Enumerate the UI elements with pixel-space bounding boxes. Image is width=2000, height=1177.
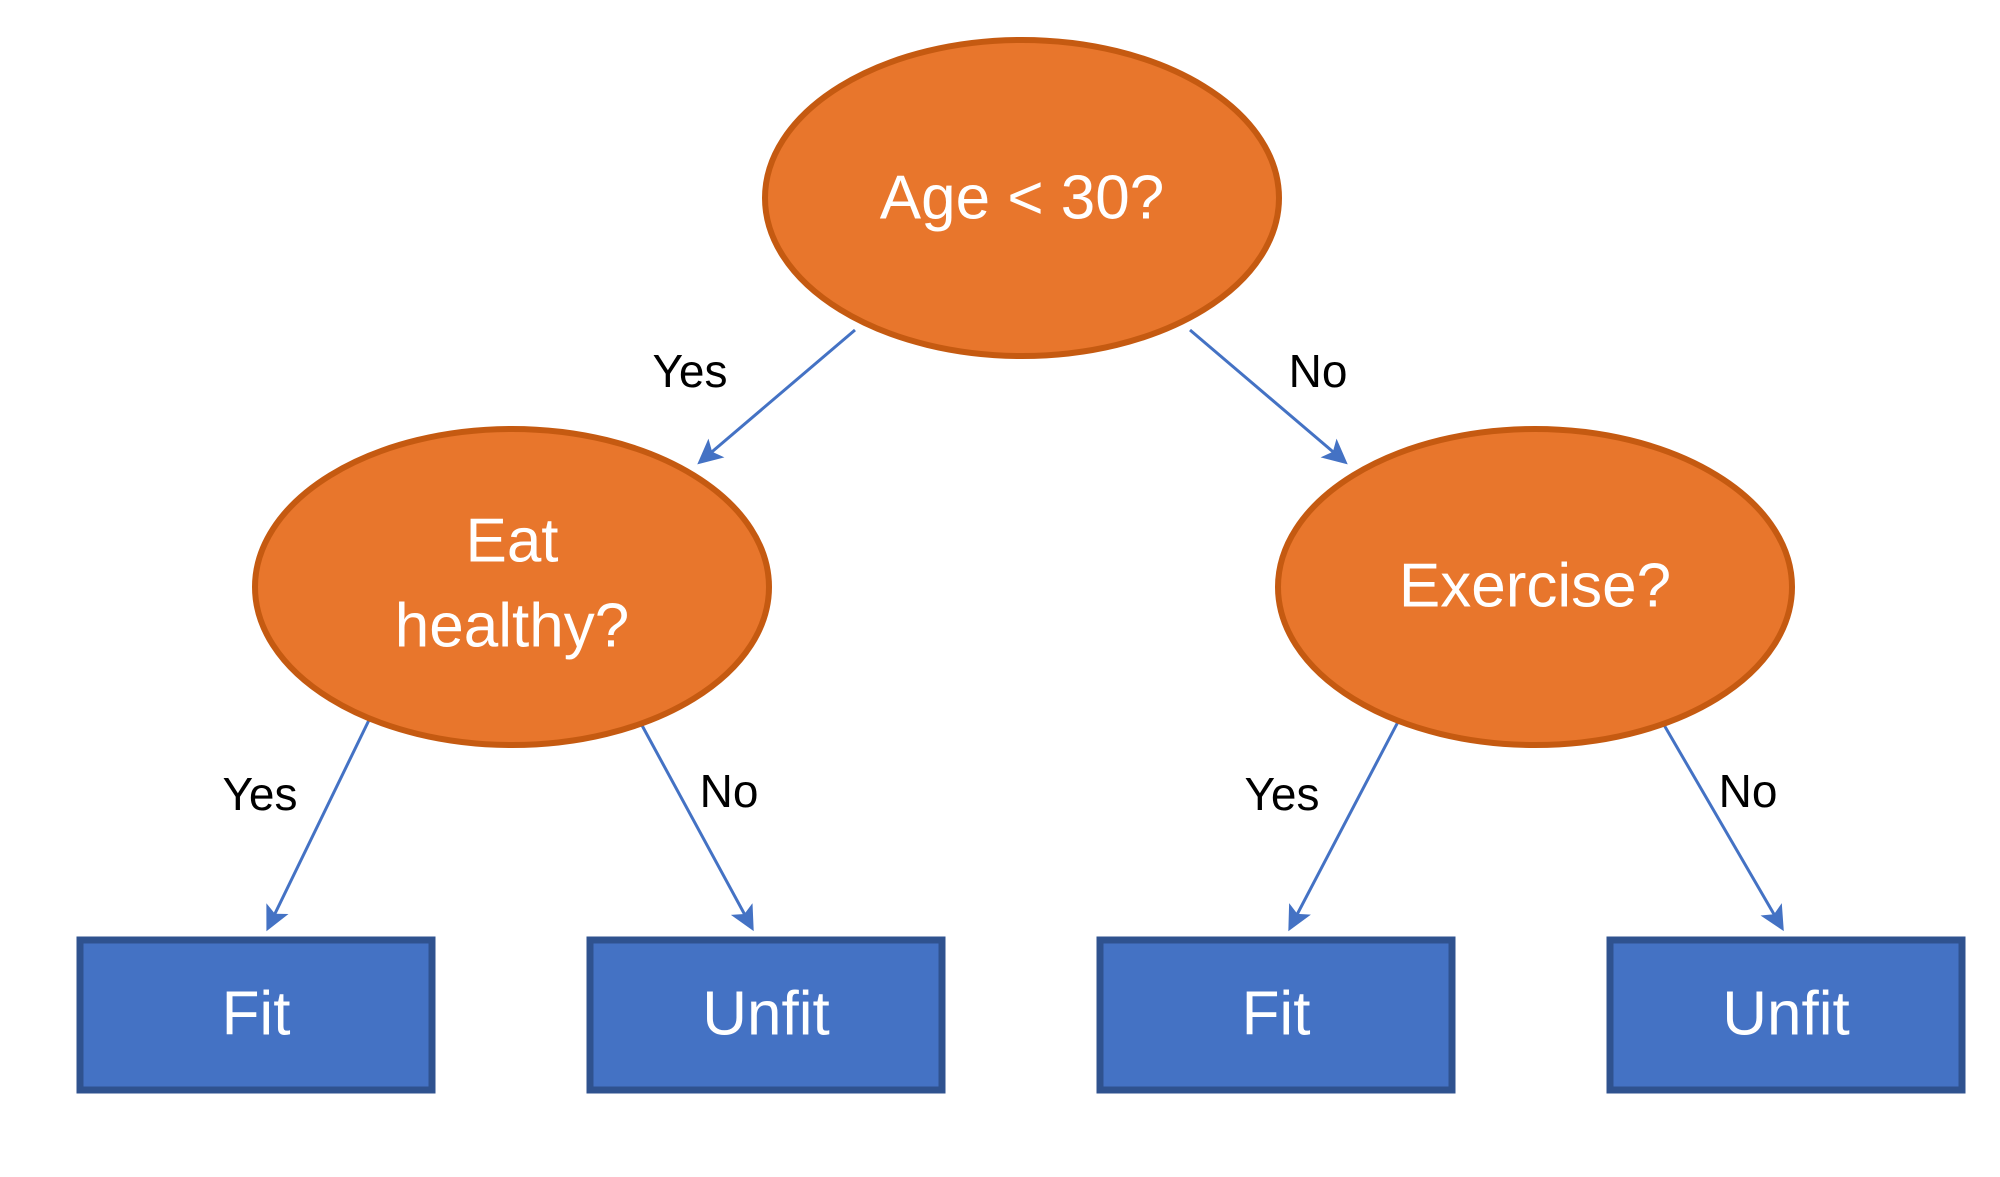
edge-label-eat-healthy-yes: Yes [222,768,297,820]
edge-root-to-exercise [1189,328,1348,465]
eat-healthy-label-line2: healthy? [395,591,629,660]
leaf-fit-1-box[interactable] [76,936,436,1094]
edges-layer [266,328,1784,932]
leaf-unfit-2-label: Unfit [1722,979,1849,1048]
edge-label-eat-healthy-no: No [700,765,759,817]
exercise-label: Exercise? [1399,551,1671,620]
leaf-node-fit-1[interactable]: Fit [76,936,436,1094]
edge-exercise-to-unfit [1658,717,1784,932]
leaf-node-unfit-1[interactable]: Unfit [586,936,946,1094]
leaf-unfit-2-box[interactable] [1606,936,1966,1094]
edge-label-exercise-yes: Yes [1244,768,1319,820]
leaf-node-unfit-2[interactable]: Unfit [1606,936,1966,1094]
leaf-fit-2-label: Fit [1242,979,1311,1048]
edge-label-root-yes: Yes [652,345,727,397]
edge-root-to-eat-healthy [697,328,856,465]
edge-exercise-to-fit [1288,717,1402,932]
eat-healthy-ellipse[interactable] [252,426,772,748]
eat-healthy-label-line1: Eat [465,506,558,575]
node-root[interactable]: Age < 30? [762,37,1282,359]
leaf-fit-2-box[interactable] [1096,936,1456,1094]
edge-label-exercise-no: No [1719,765,1778,817]
edge-labels-layer: Yes No Yes No Yes No [222,345,1777,820]
leaf-fit-1-label: Fit [222,979,291,1048]
leaf-node-fit-2[interactable]: Fit [1096,936,1456,1094]
leaf-unfit-1-label: Unfit [702,979,829,1048]
edge-eat-healthy-to-fit [266,717,372,932]
root-ellipse[interactable] [762,37,1282,359]
exercise-ellipse[interactable] [1275,426,1795,748]
edge-label-root-no: No [1289,345,1348,397]
node-eat-healthy[interactable]: Eat healthy? [252,426,772,748]
root-label: Age < 30? [880,163,1164,232]
leaf-unfit-1-box[interactable] [586,936,946,1094]
node-exercise[interactable]: Exercise? [1275,426,1795,748]
edge-eat-healthy-to-unfit [636,717,754,932]
